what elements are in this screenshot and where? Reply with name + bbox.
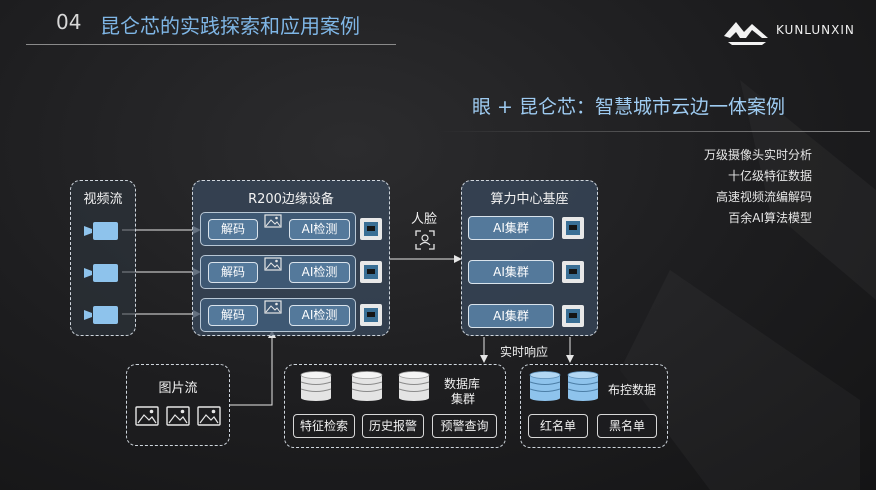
database-icon xyxy=(398,371,430,401)
image-icon xyxy=(264,300,282,314)
database-cluster-title: 数据库 xyxy=(444,377,481,391)
history-alarm-button: 历史报警 xyxy=(362,414,424,438)
database-icon xyxy=(567,371,599,401)
video-stream-title: 视频流 xyxy=(83,192,123,207)
camera-icon xyxy=(84,222,118,240)
face-label: 人脸 xyxy=(411,212,438,227)
chip-icon xyxy=(360,304,382,326)
section-number: 04 xyxy=(56,10,82,34)
ai-detect-button: AI检测 xyxy=(289,305,350,326)
ai-cluster-button: AI集群 xyxy=(468,260,554,284)
title-divider xyxy=(26,44,396,45)
image-icon xyxy=(197,406,221,426)
database-cluster-title-line2: 集群 xyxy=(451,392,476,406)
chip-icon xyxy=(562,305,584,327)
subtitle-divider xyxy=(440,131,870,132)
decode-button: 解码 xyxy=(208,262,258,283)
chip-icon xyxy=(562,261,584,283)
image-icon xyxy=(166,406,190,426)
ai-cluster-button: AI集群 xyxy=(468,216,554,240)
image-icon xyxy=(135,406,159,426)
decode-button: 解码 xyxy=(208,305,258,326)
feature-item: 十亿级特征数据 xyxy=(727,169,812,183)
database-icon xyxy=(529,371,561,401)
decode-button: 解码 xyxy=(208,219,258,240)
control-data-title: 布控数据 xyxy=(608,383,657,397)
feature-item: 高速视频流编解码 xyxy=(715,190,812,204)
ai-detect-button: AI检测 xyxy=(289,219,350,240)
feature-search-button: 特征检索 xyxy=(293,414,355,438)
ai-detect-button: AI检测 xyxy=(289,262,350,283)
logo-text: KUNLUNXIN xyxy=(776,23,855,37)
realtime-response-label: 实时响应 xyxy=(500,345,549,359)
kunlunxin-logo-icon xyxy=(724,22,768,45)
chip-icon xyxy=(360,218,382,240)
compute-center-title: 算力中心基座 xyxy=(490,192,569,207)
case-subtitle: 眼 + 昆仑芯：智慧城市云边一体案例 xyxy=(472,96,785,118)
camera-icon xyxy=(84,264,118,282)
page-title-text: 昆仑芯的实践探索和应用案例 xyxy=(100,14,360,38)
ai-cluster-button: AI集群 xyxy=(468,304,554,328)
redlist-button: 红名单 xyxy=(528,414,588,438)
chip-icon xyxy=(360,261,382,283)
image-icon xyxy=(264,214,282,228)
image-icon xyxy=(264,257,282,271)
feature-item: 万级摄像头实时分析 xyxy=(703,148,812,162)
chip-icon xyxy=(562,217,584,239)
warning-query-button: 预警查询 xyxy=(432,414,497,438)
database-icon xyxy=(351,371,383,401)
feature-item: 百余AI算法模型 xyxy=(728,211,812,225)
image-stream-panel: 图片流 xyxy=(126,364,230,446)
blacklist-button: 黑名单 xyxy=(597,414,657,438)
page-title: 昆仑芯的实践探索和应用案例 xyxy=(100,10,360,39)
face-recognition-icon xyxy=(415,230,435,250)
database-icon xyxy=(300,371,332,401)
camera-icon xyxy=(84,306,118,324)
edge-device-title: R200边缘设备 xyxy=(248,192,334,207)
image-stream-title: 图片流 xyxy=(158,381,198,396)
